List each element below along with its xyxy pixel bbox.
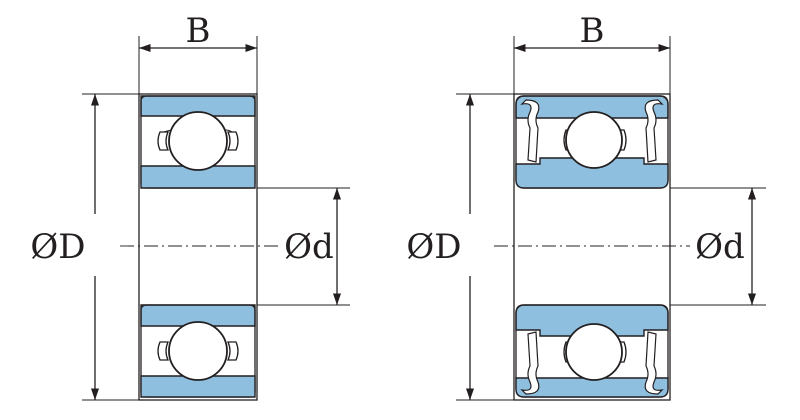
left-ball-bottom: [168, 321, 228, 381]
right-bearing-outline: [513, 93, 671, 401]
left-bore-diameter-label: Ød: [284, 227, 334, 267]
right-bore-diameter-label: Ød: [695, 227, 745, 267]
right-ball-top: [565, 111, 623, 169]
left-bearing: B ØD Ød: [30, 11, 350, 401]
left-cage-top-l: [157, 131, 169, 151]
right-shield-bottom-l: [520, 331, 540, 395]
left-bottom-section: [140, 304, 256, 398]
right-shield-top-l: [520, 99, 540, 163]
left-bearing-outline: [138, 93, 258, 401]
right-ball-bottom: [565, 323, 623, 381]
right-width-label: B: [580, 11, 605, 51]
right-inner-ring-top: [515, 157, 669, 189]
right-shield-bottom-r: [644, 331, 664, 395]
right-outer-diameter-label: ØD: [406, 227, 461, 267]
left-cage-bottom-l: [157, 341, 169, 361]
right-bottom-section: [515, 304, 669, 398]
left-ball-top: [168, 111, 228, 171]
left-top-section: [140, 95, 256, 189]
right-top-section: [515, 95, 669, 189]
left-cage-top-r: [227, 131, 239, 151]
right-outer-ring-bottom: [515, 377, 669, 398]
left-outer-diameter-label: ØD: [30, 227, 85, 267]
right-shield-top-r: [644, 99, 664, 163]
left-cage-bottom-r: [227, 341, 239, 361]
left-width-label: B: [186, 11, 211, 51]
right-bearing: B ØD Ød: [406, 11, 766, 401]
